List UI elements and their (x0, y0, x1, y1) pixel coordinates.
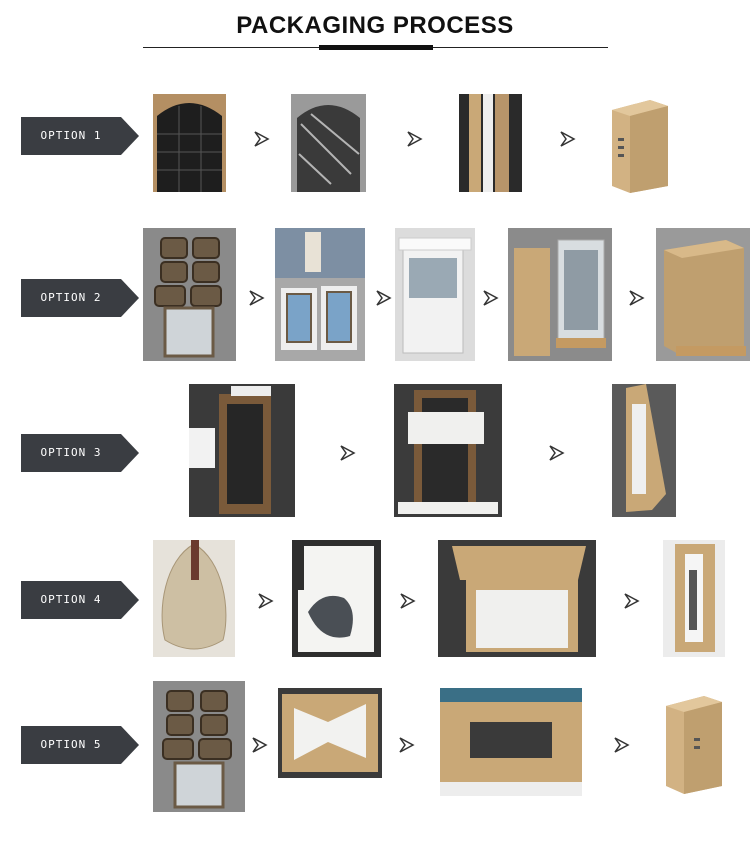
option-row-5: OPTION 5 (0, 680, 750, 815)
option-badge-2: OPTION 2 (21, 279, 139, 317)
photo-mirror-on-foam-sheet (292, 540, 381, 657)
option-badge-1: OPTION 1 (21, 117, 139, 155)
photo-long-carton-packed (612, 384, 676, 517)
photo-open-carton-foam (438, 540, 596, 657)
photo-final-sealed-carton (664, 694, 724, 794)
arrow-right-icon (340, 445, 356, 461)
photo-carton-on-pallet (656, 228, 750, 361)
photo-framed-rectangular-mirror (189, 384, 295, 517)
option-row-4: OPTION 4 (0, 539, 750, 659)
photo-narrow-carton-packed (663, 540, 725, 657)
option-label: OPTION 5 (40, 738, 102, 751)
option-badge-3: OPTION 3 (21, 434, 139, 472)
arrow-right-icon (629, 290, 645, 306)
arrow-right-icon (252, 737, 268, 753)
photo-sealed-carton (610, 98, 670, 193)
page-title: PACKAGING PROCESS (236, 12, 514, 39)
photo-plastic-wrapped-mirror (291, 94, 366, 192)
option-badge-4: OPTION 4 (21, 581, 139, 619)
arrow-right-icon (483, 290, 499, 306)
arrow-right-icon (624, 593, 640, 609)
arrow-right-icon (549, 445, 565, 461)
option-label: OPTION 3 (40, 446, 102, 459)
option-badge-5: OPTION 5 (21, 726, 139, 764)
photo-carton-with-foam-insert (278, 688, 382, 778)
arrow-right-icon (258, 593, 274, 609)
photo-mirror-set-laid-out (153, 681, 245, 812)
photo-cardboard-edge-protectors (459, 94, 522, 192)
photo-mirror-with-foam-corners (394, 384, 502, 517)
option-row-3: OPTION 3 (0, 383, 750, 518)
option-label: OPTION 2 (40, 291, 102, 304)
arrow-right-icon (254, 131, 270, 147)
option-label: OPTION 1 (40, 129, 102, 142)
arrow-right-icon (376, 290, 392, 306)
photo-stacked-mirrors-in-carton (440, 688, 582, 796)
photo-mirrors-on-foam-boards (275, 228, 365, 361)
photo-mirror-set-on-floor (143, 228, 236, 361)
photo-arched-mirror (153, 94, 226, 192)
arrow-right-icon (407, 131, 423, 147)
title-underline-accent (319, 45, 433, 50)
arrow-right-icon (399, 737, 415, 753)
arrow-right-icon (560, 131, 576, 147)
option-label: OPTION 4 (40, 593, 102, 606)
arrow-right-icon (249, 290, 265, 306)
option-row-2: OPTION 2 (0, 227, 750, 362)
photo-foam-box-with-mirror (395, 228, 475, 361)
arrow-right-icon (614, 737, 630, 753)
photo-teardrop-mirror (153, 540, 235, 657)
photo-carton-and-wrapped-box (508, 228, 612, 361)
arrow-right-icon (400, 593, 416, 609)
option-row-1: OPTION 1 (0, 92, 750, 193)
